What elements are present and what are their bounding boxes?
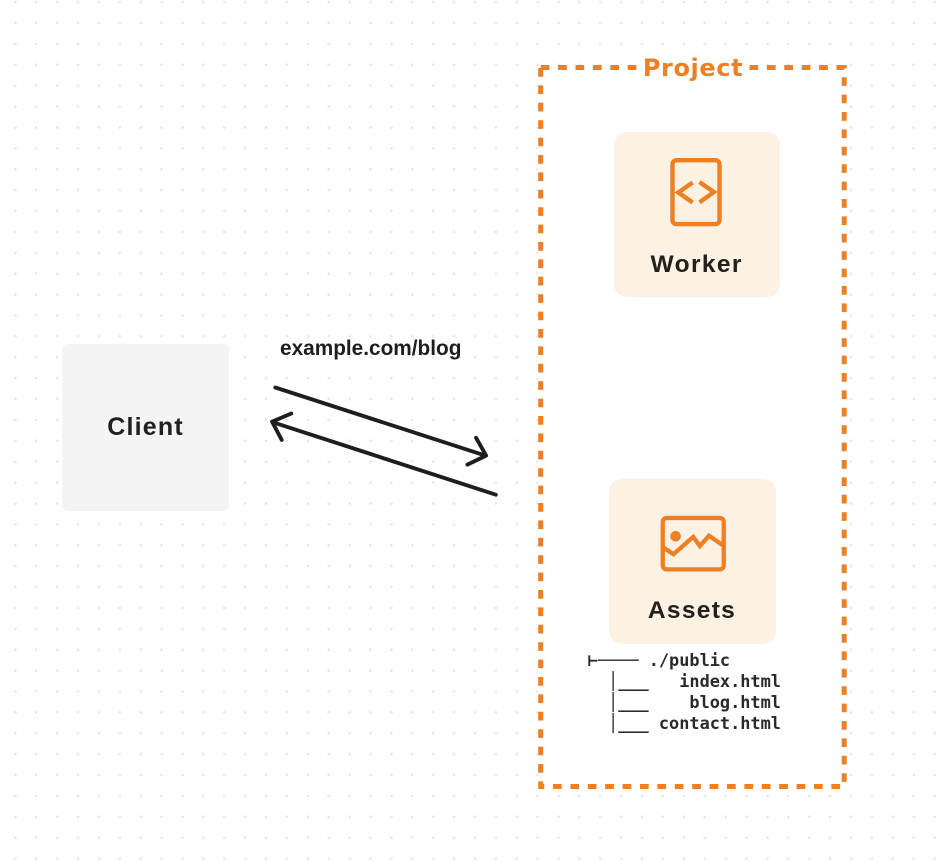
tree-child-glyph: │___ [608, 671, 649, 692]
tree-root-line: ⊢──── ./public [588, 650, 730, 670]
tree-child-glyph: │___ [608, 691, 649, 712]
request-arrow-shaft [273, 385, 487, 458]
tree-child-glyph: │___ [608, 712, 649, 733]
assets-node [608, 478, 776, 645]
tree-root-label: ./public [648, 650, 731, 671]
image-sun-dot [670, 531, 681, 542]
worker-label: Worker [650, 251, 743, 278]
assets-file-tree: ⊢──── ./public │___ index.html │___ blog… [588, 650, 781, 733]
tree-branch-glyph: ⊢──── [587, 650, 639, 671]
code-chevron-right [698, 180, 718, 205]
tree-file-name: contact.html [658, 712, 781, 733]
request-arrow-head [465, 435, 489, 467]
request-url-label: example.com/blog [280, 336, 462, 360]
project-dashed-rect [538, 64, 847, 789]
tree-file-line: │___ contact.html [588, 713, 781, 733]
tree-file-line: │___ index.html [588, 671, 781, 691]
client-node [62, 344, 229, 511]
tree-file-line: │___ blog.html [588, 692, 781, 712]
code-file-icon [670, 157, 722, 227]
image-icon [660, 515, 726, 572]
assets-label: Assets [647, 596, 737, 624]
tree-file-name: blog.html [689, 691, 781, 712]
client-label: Client [107, 412, 184, 441]
response-arrow-head [270, 411, 294, 442]
project-label-text: Project [639, 55, 747, 80]
project-label: Project [594, 55, 792, 80]
tree-file-name: index.html [679, 671, 781, 692]
response-arrow-shaft [271, 420, 498, 497]
image-mountains [661, 532, 725, 557]
code-chevron-left [674, 180, 694, 205]
code-file-outline [670, 157, 722, 227]
project-dashed-border [538, 64, 847, 789]
